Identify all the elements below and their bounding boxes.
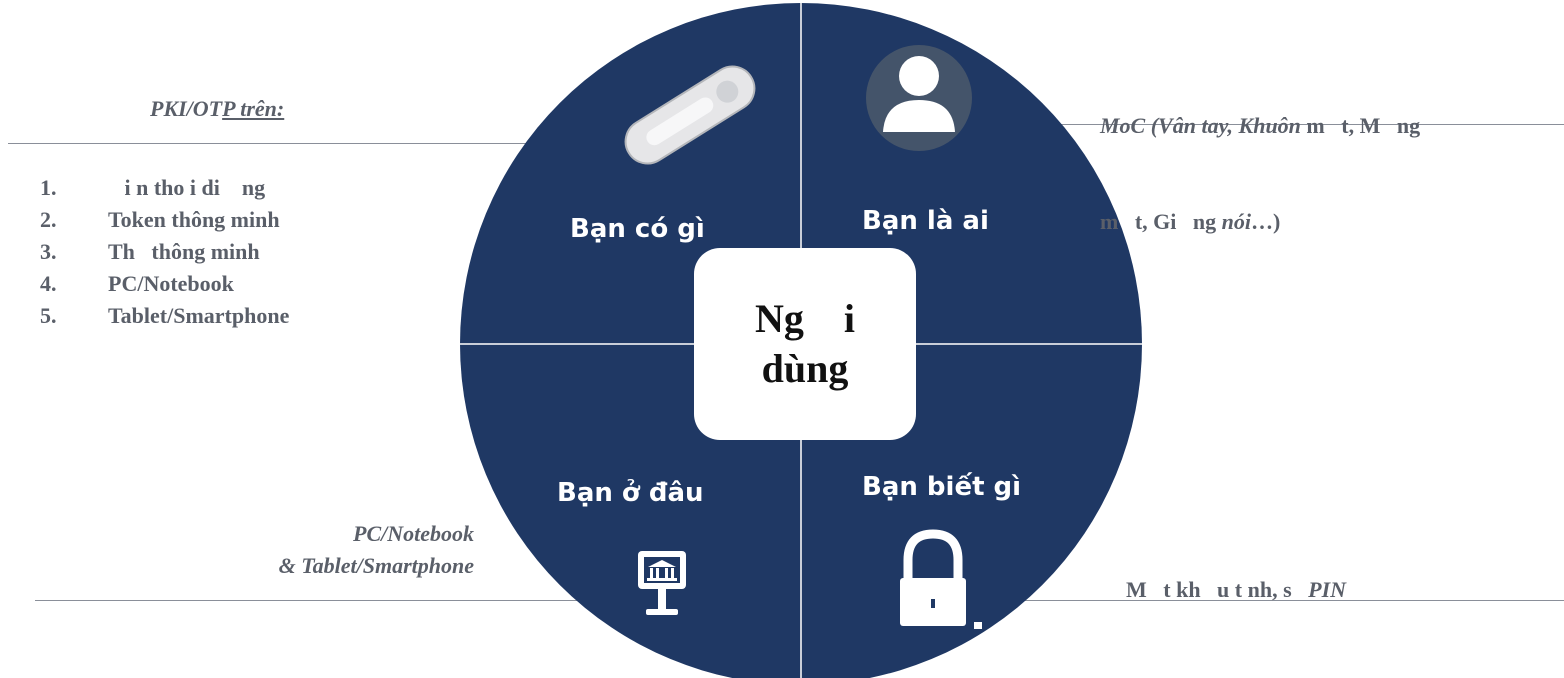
quadrant-label-are: Bạn là ai — [862, 206, 989, 236]
location-note-line1: PC/Notebook — [353, 521, 474, 546]
quadrant-label-where: Bạn ở đâu — [557, 478, 704, 508]
list-item: 1. i n tho i di ng — [40, 172, 289, 204]
quadrant-label-have: Bạn có gì — [570, 214, 705, 244]
biometric-note-line2-italic: nói — [1221, 209, 1251, 234]
list-item-text: Tablet/Smartphone — [108, 303, 290, 328]
biometric-note-italic: MoC (Vân tay, Khuôn — [1100, 113, 1301, 138]
bank-monitor-icon — [638, 551, 686, 615]
padlock-icon — [900, 529, 982, 629]
pki-otp-heading-part2: P trên: — [222, 96, 285, 121]
list-item-number: 5. — [40, 303, 57, 328]
pki-otp-heading-part1: PKI/OT — [150, 96, 223, 121]
left-bottom-connector — [35, 600, 635, 601]
center-label-line1: Ng i — [755, 296, 855, 341]
list-item: 2. Token thông minh — [40, 204, 289, 236]
biometric-note-line1: MoC (Vân tay, Khuôn m t, M ng — [1100, 110, 1420, 142]
list-item-text: Token thông minh — [108, 207, 280, 232]
biometric-note-line2: m t, Gi ng nói…) — [1100, 206, 1420, 238]
biometric-note-bold: m t, M ng — [1300, 113, 1421, 138]
list-item: 4. PC/Notebook — [40, 268, 289, 300]
list-item-number: 2. — [40, 207, 57, 232]
location-note: PC/Notebook & Tablet/Smartphone — [279, 518, 474, 582]
list-item-number: 3. — [40, 239, 57, 264]
list-item-text: PC/Notebook — [108, 271, 234, 296]
password-note-pin: PIN — [1308, 577, 1347, 602]
password-note-text: M t kh u t nh, s — [1126, 577, 1309, 602]
biometric-note: MoC (Vân tay, Khuôn m t, M ng m t, Gi ng… — [1100, 46, 1420, 270]
center-user-box: Ng i dùng — [694, 248, 916, 440]
quadrant-label-know: Bạn biết gì — [862, 472, 1022, 502]
list-item-number: 1. — [40, 175, 57, 200]
password-note: M t kh u t nh, s PIN — [1115, 551, 1346, 603]
biometric-note-line2-bold: m t, Gi ng — [1100, 209, 1222, 234]
left-top-connector — [8, 143, 620, 144]
list-item-number: 4. — [40, 271, 57, 296]
right-top-connector — [975, 124, 1564, 125]
center-label-line2: dùng — [761, 346, 849, 391]
usb-token-icon — [624, 65, 756, 165]
location-note-line2: & Tablet/Smartphone — [278, 553, 474, 578]
biometric-note-line2-end: …) — [1250, 209, 1281, 234]
list-item: 5. Tablet/Smartphone — [40, 300, 289, 332]
device-list: 1. i n tho i di ng 2. Token thông minh 3.… — [40, 172, 289, 332]
right-bottom-connector — [960, 600, 1564, 601]
list-item-text: Th thông minh — [108, 239, 260, 264]
list-item-text: i n tho i di ng — [108, 175, 266, 200]
user-avatar-icon — [866, 45, 972, 151]
list-item: 3. Th thông minh — [40, 236, 289, 268]
pki-otp-heading: PKI/OTP trên: — [150, 96, 284, 122]
